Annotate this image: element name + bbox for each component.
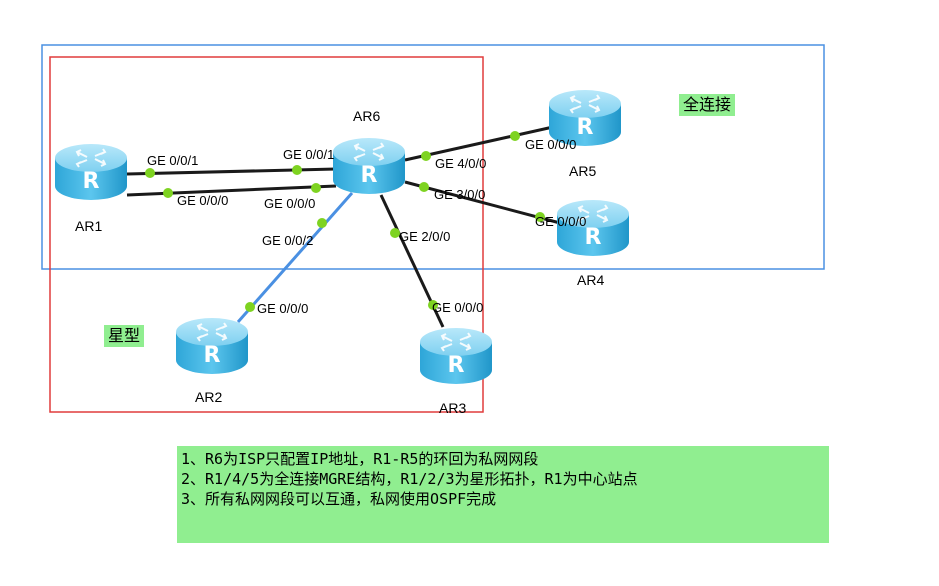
link-ar6-ar4 [404,180,561,225]
note-line-1: 1、R6为ISP只配置IP地址，R1-R5的环回为私网网段 [181,450,539,468]
note-line-2: 2、R1/4/5为全连接MGRE结构，R1/2/3为星形拓扑，R1为中心站点 [181,470,638,488]
router-ar3-icon[interactable] [419,327,493,385]
port-dot [245,302,255,312]
port-dot [390,228,400,238]
port-label-ar6-ge002: GE 0/0/2 [262,233,313,248]
port-label-ar2-ge000: GE 0/0/0 [257,301,308,316]
port-dot [428,300,438,310]
router-label-ar4: AR4 [577,272,604,288]
port-label-ar3-ge000: GE 0/0/0 [432,300,483,315]
router-ar2-icon[interactable] [175,317,249,375]
requirements-notes: 1、R6为ISP只配置IP地址，R1-R5的环回为私网网段 2、R1/4/5为全… [177,446,829,543]
port-label-ar6-ge400: GE 4/0/0 [435,156,486,171]
port-label-ar5-ge000: GE 0/0/0 [525,137,576,152]
port-label-ar6-ge001: GE 0/0/1 [283,147,334,162]
router-ar1-icon[interactable] [54,143,128,201]
star-zone-box [49,56,484,413]
link-ar6-ar2 [236,192,354,323]
port-dot [510,131,520,141]
port-dot [535,212,545,222]
router-label-ar1: AR1 [75,218,102,234]
link-ar1-ar6-ge001 [126,167,337,176]
port-dot [292,165,302,175]
zone-label-full-mesh: 全连接 [679,94,736,116]
router-ar6-icon[interactable] [332,137,406,195]
note-line-3: 3、所有私网网段可以互通，私网使用OSPF完成 [181,490,497,508]
port-dot [145,168,155,178]
router-label-ar2: AR2 [195,389,222,405]
port-label-ar1-ge001: GE 0/0/1 [147,153,198,168]
full-mesh-zone-box [41,44,825,270]
router-label-ar6: AR6 [353,108,380,124]
port-label-ar4-ge000: GE 0/0/0 [535,214,586,229]
port-label-ar6-ge200: GE 2/0/0 [399,229,450,244]
port-dot [419,182,429,192]
port-dot [163,188,173,198]
port-label-ar6-ge000: GE 0/0/0 [264,196,315,211]
port-dot [421,151,431,161]
port-label-ar6-ge300: GE 3/0/0 [434,187,485,202]
port-dot [311,183,321,193]
port-label-ar1-ge000: GE 0/0/0 [177,193,228,208]
router-label-ar5: AR5 [569,163,596,179]
port-dot [317,218,327,228]
zone-label-star: 星型 [104,325,145,347]
link-ar1-ar6-ge000 [126,184,337,197]
router-label-ar3: AR3 [439,400,466,416]
